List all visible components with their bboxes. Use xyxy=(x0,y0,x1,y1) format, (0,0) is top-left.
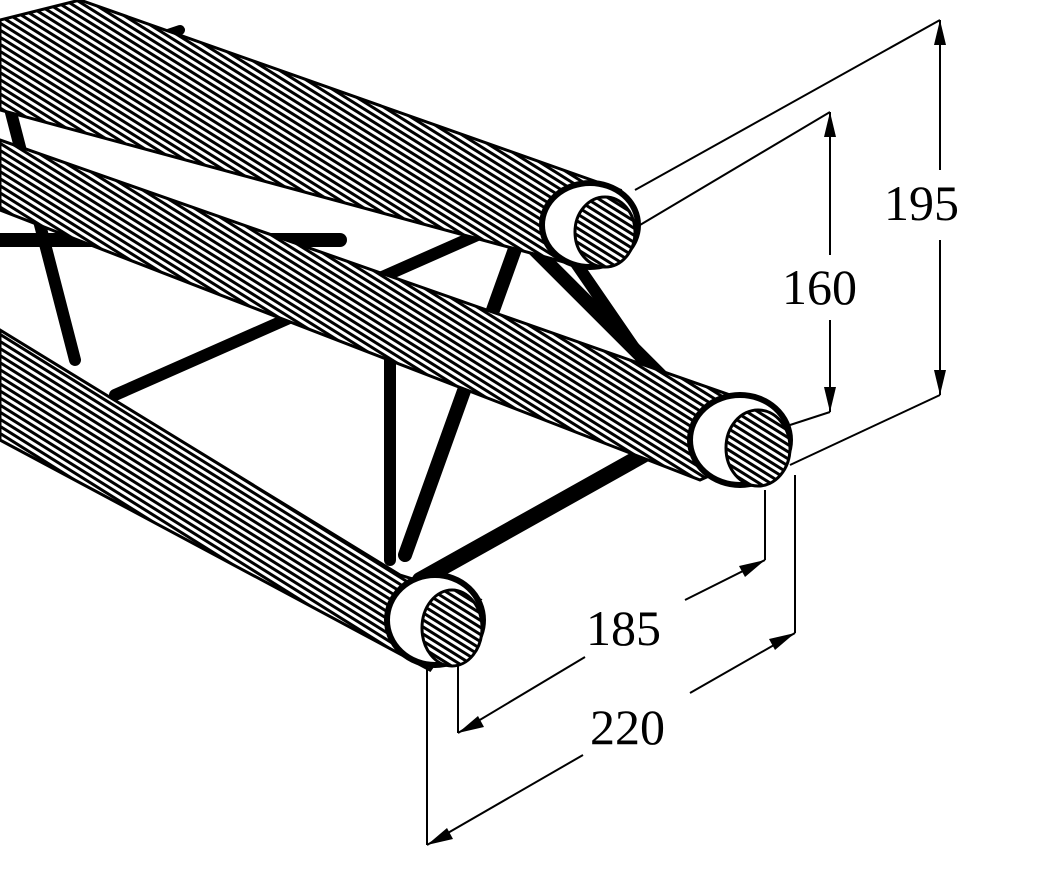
dimension-label-220: 220 xyxy=(586,702,669,752)
left-chord-tube xyxy=(0,328,486,672)
dimension-label-195: 195 xyxy=(880,178,963,228)
top-chord-tube xyxy=(0,0,641,270)
dimension-arrowheads xyxy=(427,20,946,845)
right-chord-tube xyxy=(0,138,793,488)
dimension-label-185: 185 xyxy=(582,603,665,653)
dimension-label-160: 160 xyxy=(778,262,861,312)
